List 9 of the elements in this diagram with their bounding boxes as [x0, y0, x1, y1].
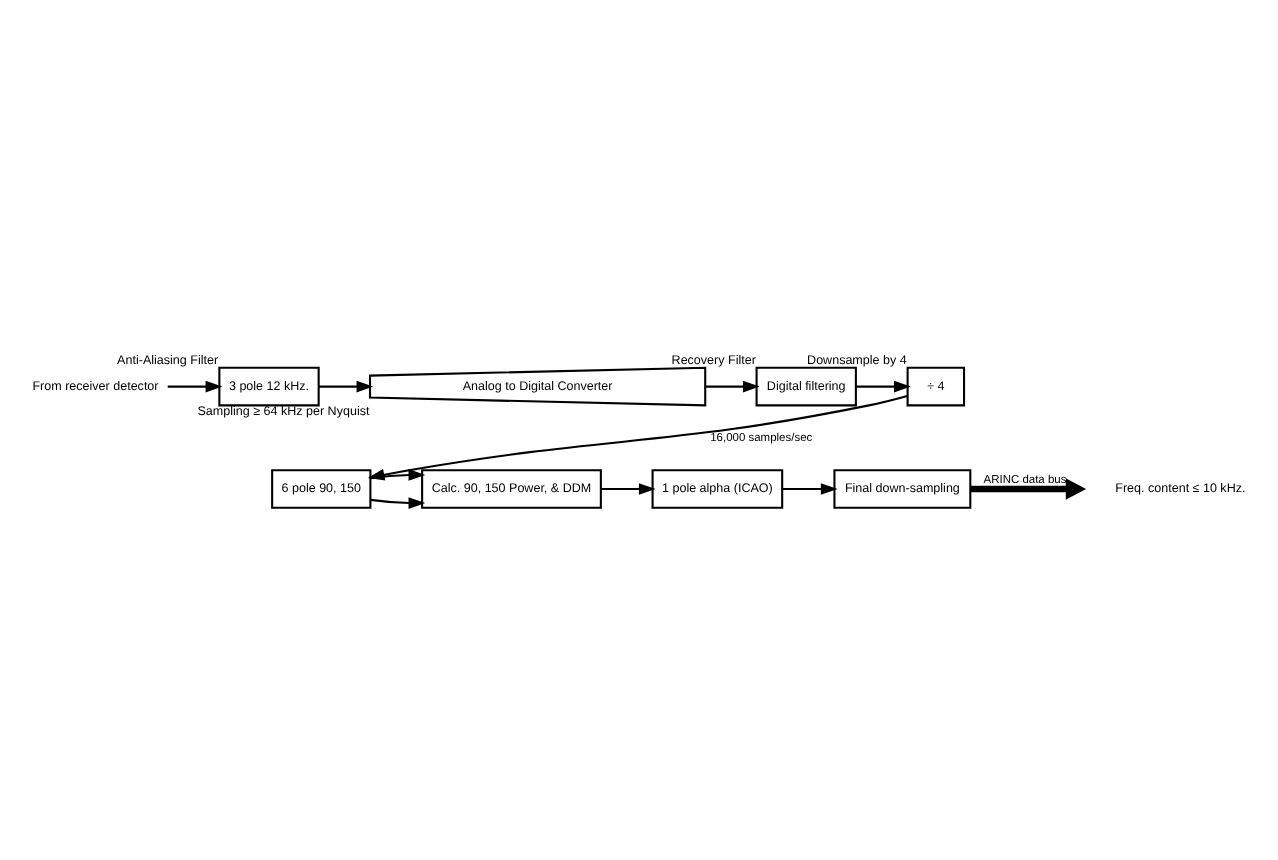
arrow — [318, 379, 374, 392]
arrow — [167, 379, 223, 392]
arrow — [370, 468, 426, 480]
arrow — [856, 379, 911, 392]
arrow — [601, 482, 656, 494]
arrow — [782, 482, 838, 494]
arrow — [370, 496, 426, 508]
arrow — [970, 477, 1087, 499]
arrow — [705, 379, 760, 392]
